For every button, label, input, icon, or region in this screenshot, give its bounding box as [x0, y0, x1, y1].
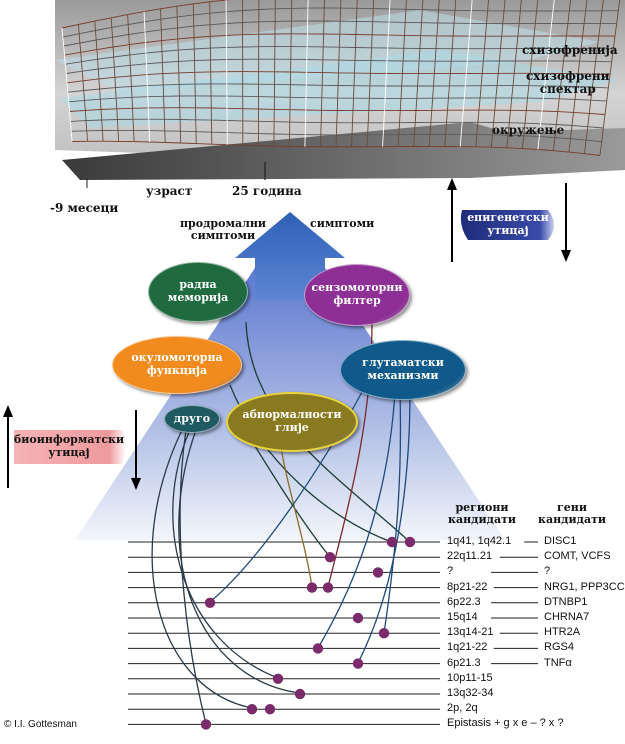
locus-marker — [295, 689, 305, 699]
candidate-gene: DISC1 — [544, 535, 576, 547]
candidate-region: 15q14 — [447, 611, 478, 623]
node-glutamate-mechanisms: глутаматски механизми — [340, 340, 466, 400]
locus-marker — [307, 582, 317, 592]
candidate-gene: TNFα — [544, 657, 572, 669]
epigenetic-influence-label: епигенетски утицај — [462, 210, 554, 240]
bioinformatic-influence-label: биоинформатски утицај — [14, 430, 124, 464]
candidate-gene: ? — [544, 565, 550, 577]
candidate-region: ? — [447, 565, 453, 577]
candidate-region: 6p22.3 — [447, 596, 481, 608]
locus-marker — [353, 658, 363, 668]
label-age: узраст — [146, 185, 192, 198]
label-schizophrenia: схизофренија — [522, 44, 618, 57]
label-schizophrenia-spectrum: схизофрени спектар — [526, 70, 610, 95]
candidate-region: 8p21-22 — [447, 581, 487, 593]
mesh-line — [258, 0, 259, 146]
candidate-region: 2p, 2q — [447, 702, 478, 714]
candidate-gene: CHRNA7 — [544, 611, 589, 623]
node-oculomotor-function: окуломоторна функција — [112, 336, 242, 394]
candidate-gene: NRG1, PPP3CC — [544, 581, 625, 593]
label-environment: окружење — [492, 124, 564, 137]
node-working-memory: радна меморија — [148, 262, 248, 322]
label-symptoms: симптоми — [310, 218, 374, 230]
locus-marker — [205, 598, 215, 608]
locus-marker — [379, 628, 389, 638]
locus-marker — [373, 567, 383, 577]
locus-marker — [323, 582, 333, 592]
candidate-region: 13q32-34 — [447, 687, 494, 699]
candidate-gene: COMT, VCFS — [544, 550, 611, 562]
label-prodromal-symptoms: продромални симптоми — [180, 218, 266, 241]
candidate-gene: HTR2A — [544, 626, 580, 638]
copyright: © I.I. Gottesman — [4, 720, 77, 731]
node-other: друго — [164, 405, 220, 433]
locus-marker — [387, 537, 397, 547]
node-glia-abnormalities: абнормалности глије — [226, 392, 358, 452]
candidate-region: Epistasis + g x e – ? x ? — [447, 717, 563, 729]
locus-marker — [265, 704, 275, 714]
locus-marker — [313, 643, 323, 653]
candidate-gene: DTNBP1 — [544, 596, 587, 608]
epigenetic-down-arrowhead — [561, 250, 571, 262]
node-sensorimotor-gating: сензомоторни филтер — [304, 264, 410, 326]
locus-marker — [405, 537, 415, 547]
locus-marker — [247, 704, 257, 714]
locus-marker — [353, 613, 363, 623]
locus-marker — [273, 674, 283, 684]
header-candidate-genes: гени кандидати — [538, 502, 606, 525]
candidate-gene: RGS4 — [544, 641, 574, 653]
candidate-region: 1q41, 1q42.1 — [447, 535, 511, 547]
bioinformatic-up-arrowhead — [3, 405, 13, 417]
label-minus-9-months: -9 месеци — [50, 202, 118, 215]
locus-marker — [325, 552, 335, 562]
locus-marker — [201, 719, 211, 729]
candidate-region: 13q14-21 — [447, 626, 494, 638]
header-candidate-regions: региони кандидати — [448, 502, 516, 525]
candidate-region: 10p11-15 — [447, 672, 493, 684]
epigenetic-up-arrowhead — [447, 178, 457, 190]
candidate-region: 1q21-22 — [447, 641, 487, 653]
candidate-region: 22q11.21 — [447, 550, 492, 562]
label-25-years: 25 година — [232, 185, 302, 198]
candidate-region: 6p21.3 — [447, 657, 481, 669]
